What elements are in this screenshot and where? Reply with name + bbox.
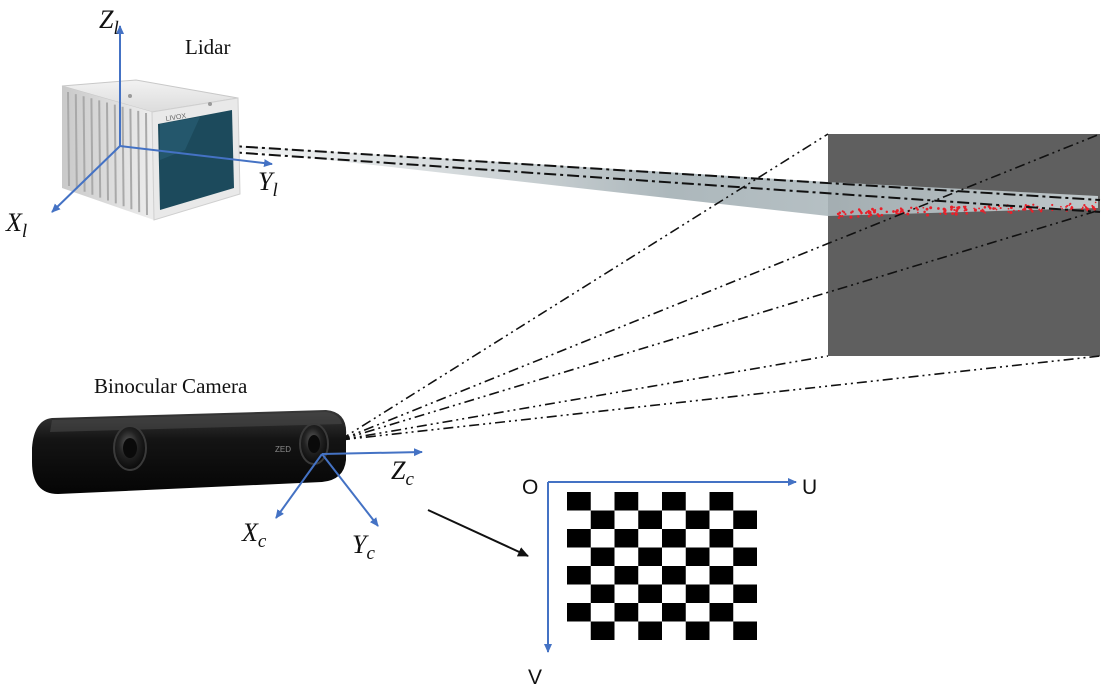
- checker-square: [709, 529, 734, 548]
- camera-brand-label: ZED: [275, 445, 291, 454]
- camera-y-label: Yc: [352, 530, 375, 564]
- image-plane-axes: [544, 478, 797, 653]
- v-axis-label: V: [528, 666, 542, 689]
- checker-square: [733, 621, 757, 640]
- checker-square: [709, 492, 734, 511]
- checkerboard-pattern: [567, 492, 757, 640]
- checker-square: [614, 603, 639, 622]
- checker-square: [638, 510, 662, 529]
- checker-square: [590, 584, 615, 603]
- checker-square: [567, 566, 591, 585]
- checker-square: [662, 566, 686, 585]
- checker-square: [590, 547, 615, 566]
- lidar-y-axis: [119, 145, 273, 168]
- binocular-camera-device: ZED: [32, 410, 347, 494]
- lidar-title: Lidar: [185, 35, 230, 59]
- checker-square: [590, 621, 615, 640]
- camera-body: [32, 410, 347, 494]
- checker-square: [590, 510, 615, 529]
- checker-square: [638, 547, 662, 566]
- projection-arrow: [427, 509, 529, 557]
- checker-square: [662, 603, 686, 622]
- checker-square: [733, 547, 757, 566]
- lidar-z-label: Zl: [99, 5, 119, 39]
- checker-square: [638, 621, 662, 640]
- laser-beam: [240, 146, 1098, 216]
- checker-square: [614, 566, 639, 585]
- checker-square: [685, 621, 710, 640]
- checker-square: [638, 584, 662, 603]
- lidar-x-axis: [51, 145, 121, 213]
- origin-label: O: [522, 476, 538, 499]
- camera-z-label: Zc: [391, 456, 414, 490]
- checker-square: [567, 603, 591, 622]
- checker-square: [709, 603, 734, 622]
- camera-x-label: Xc: [241, 518, 267, 552]
- lidar-x-label: Xl: [5, 208, 27, 242]
- checker-square: [662, 492, 686, 511]
- lidar-device: LIVOX: [61, 79, 241, 221]
- checker-square: [685, 584, 710, 603]
- lidar-axes: [51, 25, 273, 213]
- checker-square: [614, 529, 639, 548]
- checker-square: [567, 529, 591, 548]
- checker-square: [733, 510, 757, 529]
- camera-y-axis: [321, 453, 379, 527]
- calibration-board-panel: [828, 134, 1100, 356]
- camera-projection-lines: [339, 133, 1101, 441]
- checker-square: [567, 492, 591, 511]
- lidar-y-label: Yl: [258, 167, 278, 201]
- checker-square: [614, 492, 639, 511]
- lidar-brand-label: LIVOX: [165, 113, 187, 123]
- lidar-cooling-fins: [67, 91, 148, 216]
- camera-x-axis: [275, 453, 323, 519]
- camera-z-axis: [321, 448, 423, 457]
- camera-axes: [275, 448, 423, 527]
- checker-square: [733, 584, 757, 603]
- checker-square: [685, 547, 710, 566]
- checker-square: [662, 529, 686, 548]
- camera-title: Binocular Camera: [94, 374, 248, 398]
- checker-square: [709, 566, 734, 585]
- u-axis-label: U: [802, 476, 817, 499]
- checker-square: [685, 510, 710, 529]
